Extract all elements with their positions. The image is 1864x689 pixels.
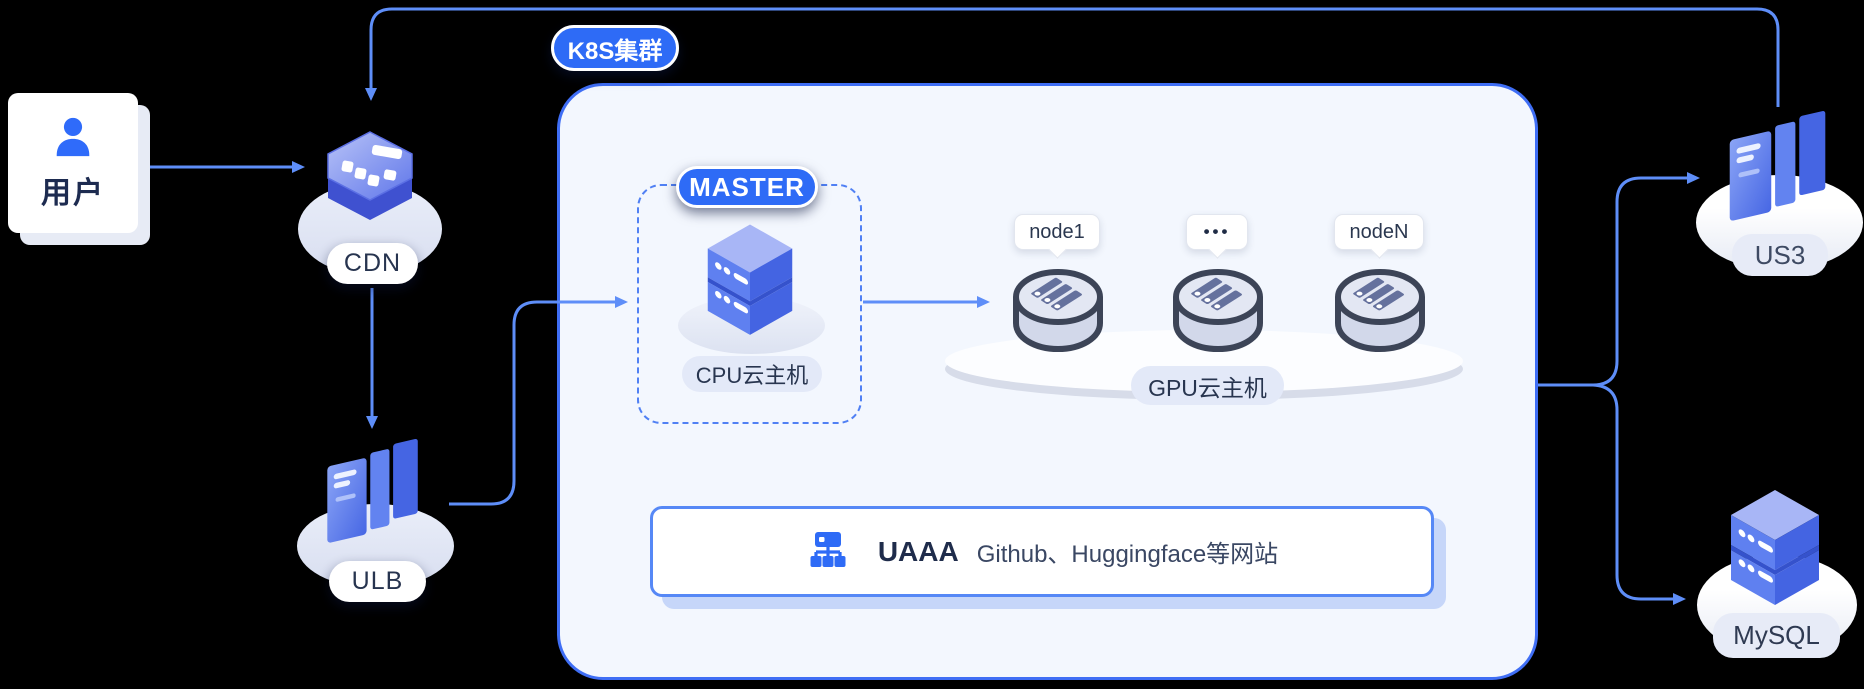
node-dots-bubble: ••• xyxy=(1186,214,1248,250)
cdn-label: CDN xyxy=(327,243,418,284)
arrow-us3-to-cdn xyxy=(365,7,1780,107)
cdn-glyph xyxy=(341,144,403,187)
ulb-label: ULB xyxy=(329,561,426,602)
cpu-server-icon xyxy=(707,224,793,335)
mysql-label: MySQL xyxy=(1713,613,1840,658)
arrow-cluster-to-mysql xyxy=(1592,383,1686,605)
gpu-node-cylinder-icon-3 xyxy=(1335,269,1425,353)
node1-bubble: node1 xyxy=(1014,214,1100,250)
nodeN-bubble: nodeN xyxy=(1334,214,1424,250)
gpu-host-label: GPU云主机 xyxy=(1131,366,1284,405)
cdn-hexagon-icon xyxy=(327,131,413,220)
gpu-node-cylinder-icon-2 xyxy=(1173,269,1263,353)
sitemap-icon xyxy=(810,531,846,567)
arrow-cluster-to-us3 xyxy=(1538,172,1700,387)
uaaa-title: UAAA xyxy=(877,535,959,567)
k8s-cluster-badge: K8S集群 xyxy=(551,25,679,71)
us3-books-icon xyxy=(1729,111,1826,221)
arrow-ulb-to-master xyxy=(449,296,628,506)
ulb-books-icon xyxy=(327,438,418,543)
us3-label: US3 xyxy=(1732,234,1828,276)
user-card: 用户 xyxy=(8,93,138,233)
master-badge: MASTER xyxy=(676,166,818,208)
user-icon xyxy=(56,117,90,157)
uaaa-panel: UAAA Github、Huggingface等网站 xyxy=(650,506,1434,597)
cpu-host-label: CPU云主机 xyxy=(682,356,822,392)
mysql-server-icon xyxy=(1731,490,1819,605)
uaaa-subtitle: Github、Huggingface等网站 xyxy=(976,541,1279,568)
user-label: 用户 xyxy=(41,177,105,210)
gpu-node-cylinder-icon-1 xyxy=(1013,269,1103,353)
